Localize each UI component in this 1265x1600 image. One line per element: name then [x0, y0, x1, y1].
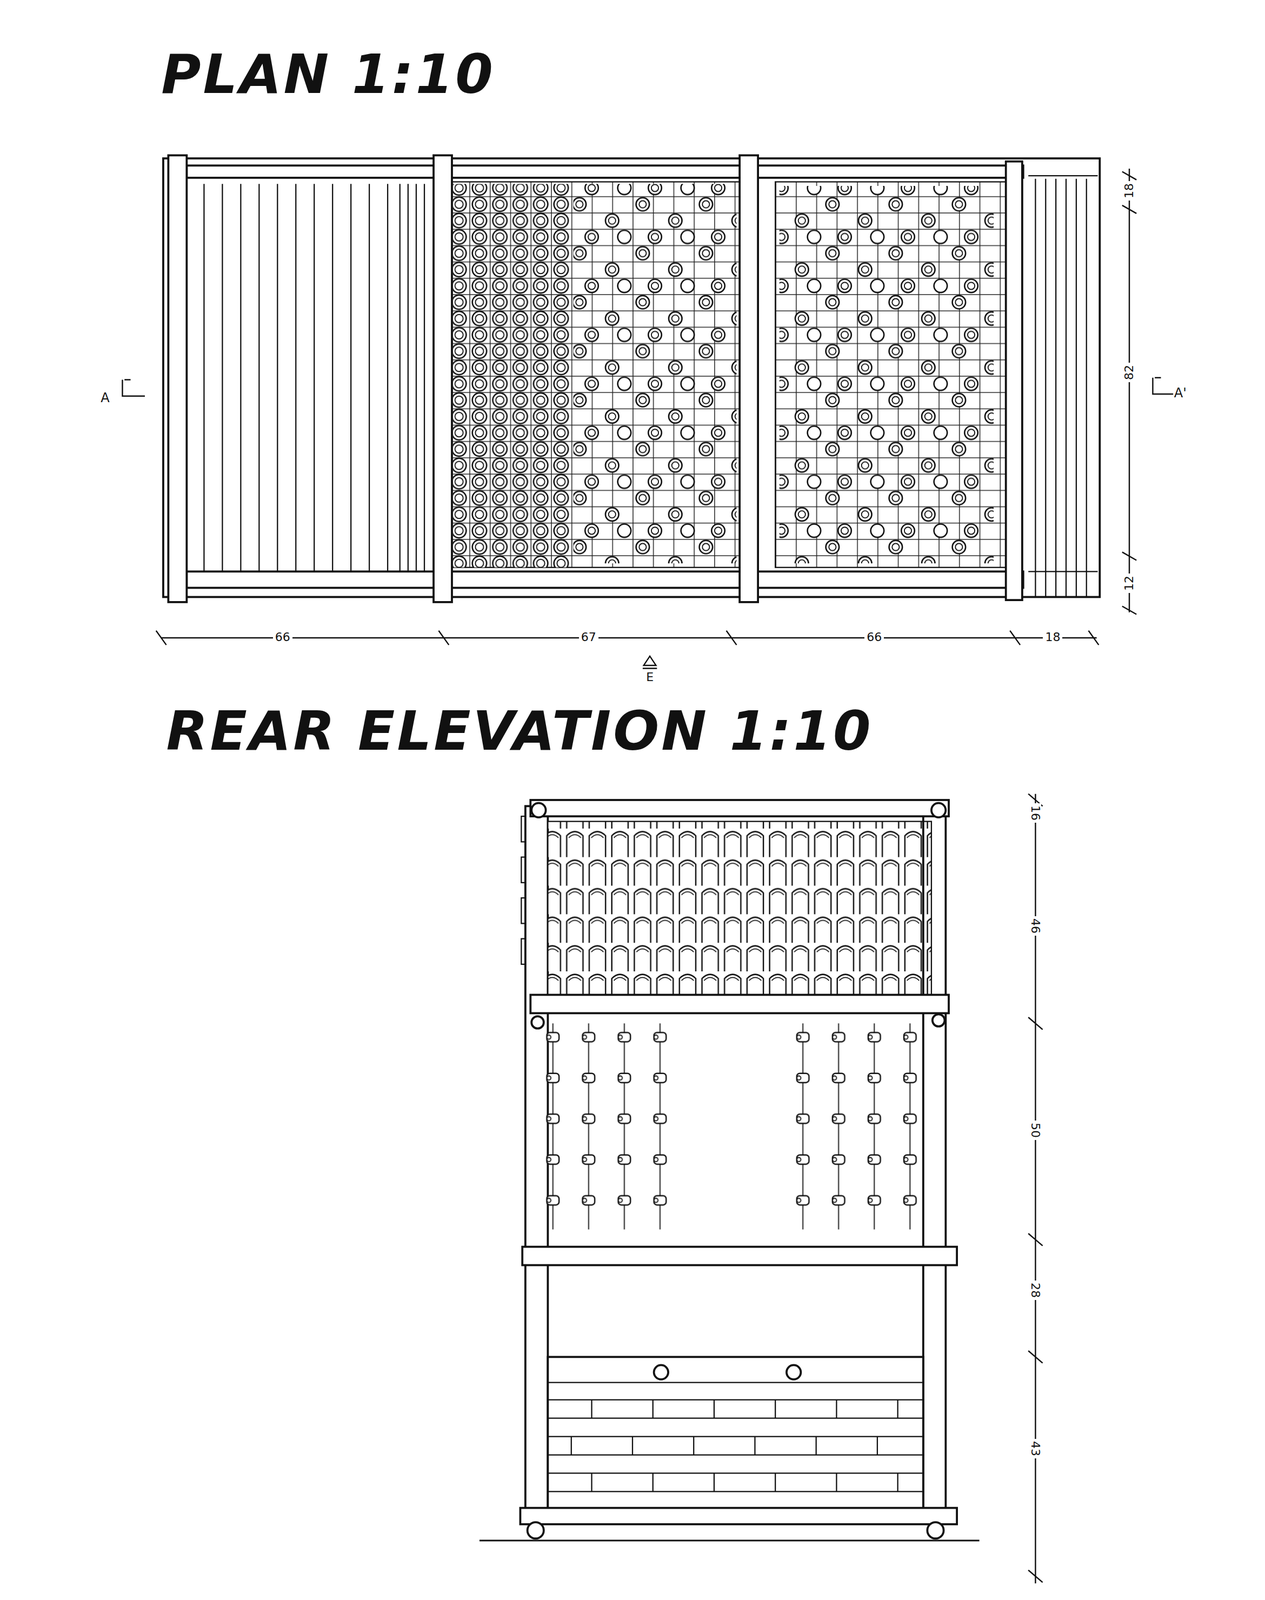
- dimension: 82: [1123, 362, 1136, 383]
- dimension: 18: [1123, 181, 1136, 201]
- title-heading: PLAN 1:10: [161, 47, 496, 102]
- dimension: 46: [1029, 916, 1042, 936]
- section-mark: A': [1174, 386, 1187, 400]
- dimension: 66: [864, 631, 884, 644]
- section-mark: E: [646, 671, 654, 684]
- dimension: 18: [1042, 631, 1063, 644]
- dimension: 12: [1123, 573, 1136, 594]
- dimension: 66: [273, 631, 293, 644]
- dimension: 67: [578, 631, 599, 644]
- dimension: 16: [1029, 803, 1042, 823]
- section-mark: A: [100, 391, 110, 405]
- dimension: 43: [1029, 1439, 1042, 1459]
- dimension: 28: [1029, 1280, 1042, 1301]
- title-heading: REAR ELEVATION 1:10: [166, 704, 874, 759]
- dimension: 50: [1029, 1120, 1042, 1141]
